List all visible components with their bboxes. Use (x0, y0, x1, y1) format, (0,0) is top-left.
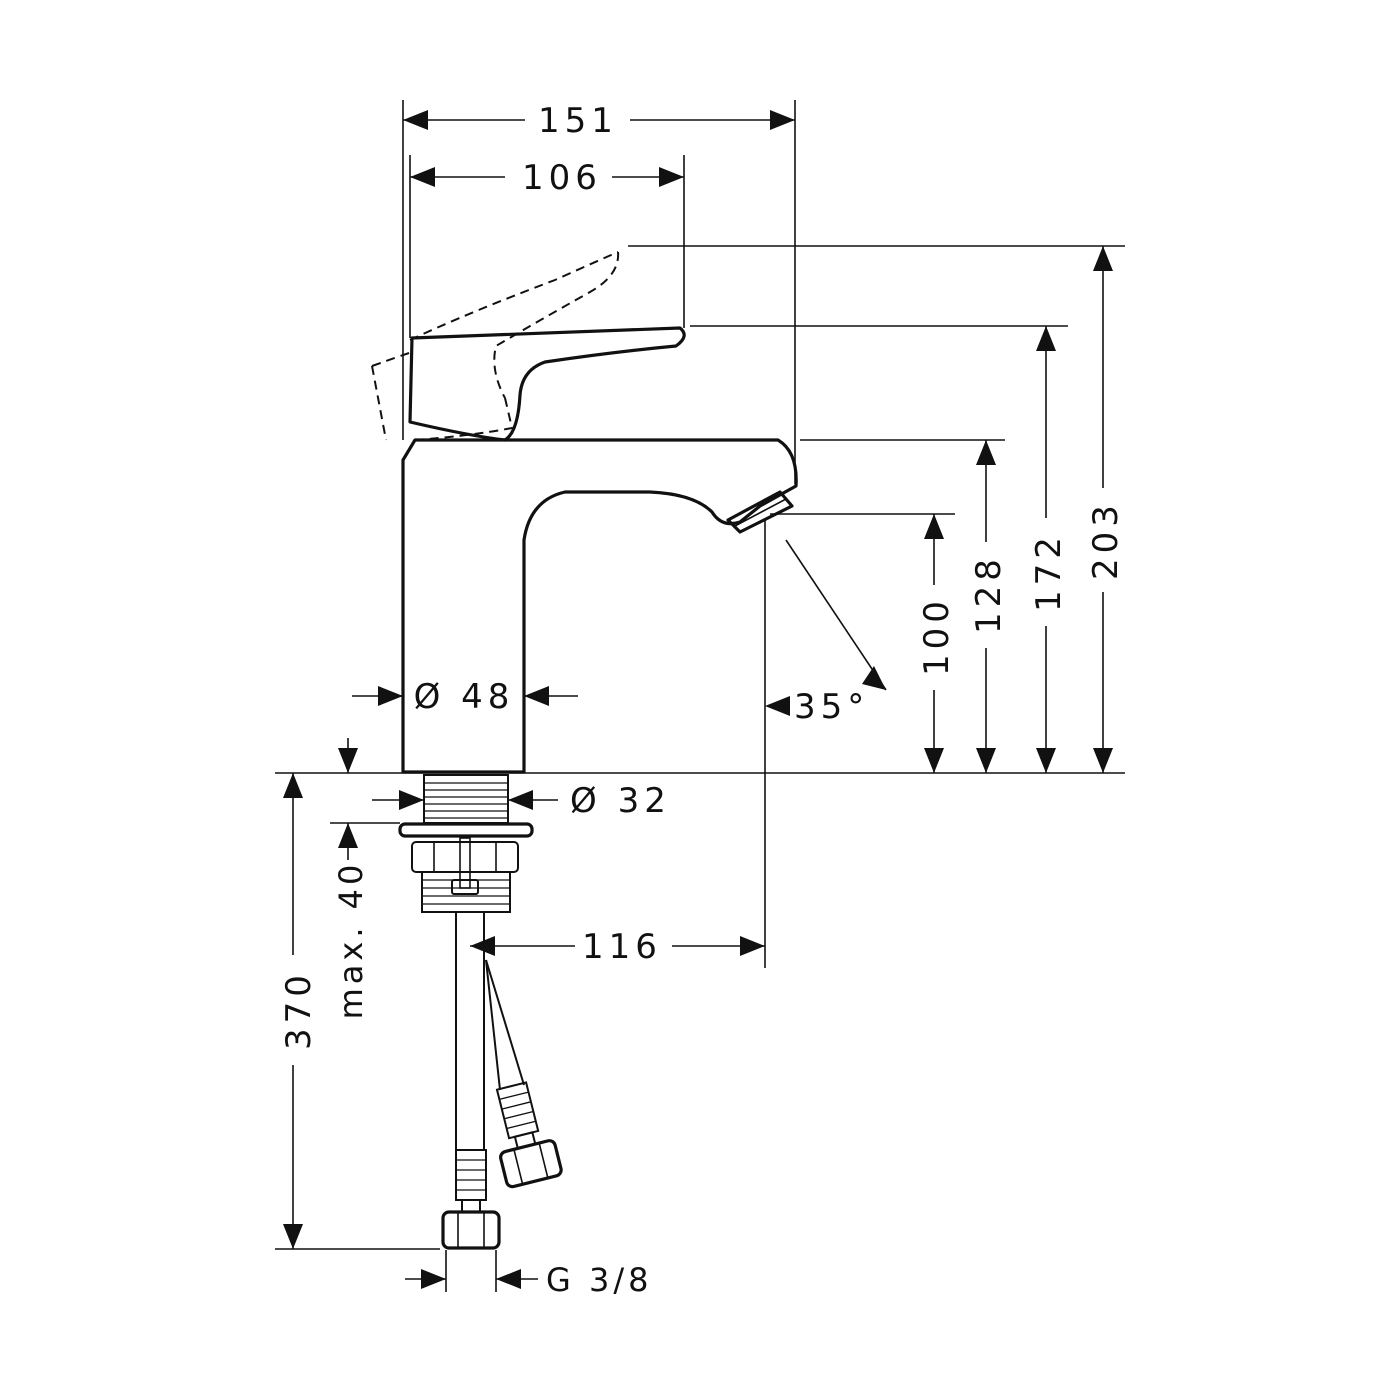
label-370: 370 (279, 970, 319, 1050)
lever-handle (408, 326, 686, 442)
label-diameter-48: Ø 48 (414, 677, 515, 717)
label-106: 106 (522, 158, 602, 198)
label-116: 116 (582, 927, 662, 967)
label-max-40: max. 40 (332, 861, 370, 1020)
dimension-connection-thread: G 3/8 (405, 1261, 652, 1299)
lever-open-position (371, 251, 620, 441)
dimension-spout-height: 128 (969, 440, 1009, 773)
label-35-degrees: 35° (794, 687, 869, 727)
mounting-thread (398, 774, 534, 913)
dimension-spout-angle: 35° (765, 539, 887, 727)
extension-lines (275, 100, 1125, 1292)
label-128: 128 (969, 554, 1009, 634)
dimension-thread-diameter: Ø 32 (372, 781, 671, 821)
label-203: 203 (1086, 500, 1126, 580)
faucet-body (401, 438, 798, 774)
dimension-spout-reach: 116 (470, 927, 765, 967)
dimension-lever-open-height: 203 (1086, 246, 1126, 773)
dimension-lever-width: 106 (410, 158, 684, 198)
dimension-outlet-height: 100 (917, 514, 957, 773)
dimension-body-diameter: Ø 48 (352, 677, 578, 717)
label-diameter-32: Ø 32 (570, 781, 671, 821)
dimension-hose-length: 370 (279, 773, 319, 1249)
dimension-overall-width: 151 (403, 101, 795, 141)
dimension-max-counter-thickness: max. 40 (332, 738, 370, 1019)
label-151: 151 (538, 101, 618, 141)
supply-hoses (441, 912, 563, 1250)
label-172: 172 (1029, 532, 1069, 612)
label-g-3-8: G 3/8 (546, 1261, 652, 1299)
label-100: 100 (917, 596, 957, 676)
dimension-lever-height: 172 (1029, 326, 1069, 773)
